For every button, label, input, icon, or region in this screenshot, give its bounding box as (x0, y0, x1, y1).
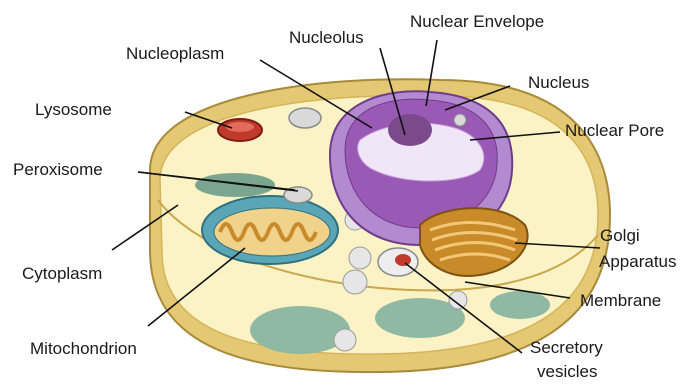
label-golgi-line2: Apparatus (599, 252, 677, 272)
lysosome (218, 119, 262, 141)
label-nuclear-pore: Nuclear Pore (565, 121, 664, 141)
label-cytoplasm: Cytoplasm (22, 264, 102, 284)
secretory-vesicle (378, 248, 418, 276)
label-peroxisome: Peroxisome (13, 160, 103, 180)
label-lysosome: Lysosome (35, 100, 112, 120)
label-secretory-line1: Secretory (530, 338, 603, 358)
label-nucleus: Nucleus (528, 73, 589, 93)
label-secretory-line2: vesicles (537, 362, 597, 382)
label-nucleoplasm: Nucleoplasm (126, 44, 224, 64)
label-golgi-line1: Golgi (600, 226, 640, 246)
label-nuclear-envelope: Nuclear Envelope (410, 12, 544, 32)
label-membrane: Membrane (580, 291, 661, 311)
mitochondrion (202, 196, 338, 264)
label-mitochondrion: Mitochondrion (30, 339, 137, 359)
label-nucleolus: Nucleolus (289, 28, 364, 48)
